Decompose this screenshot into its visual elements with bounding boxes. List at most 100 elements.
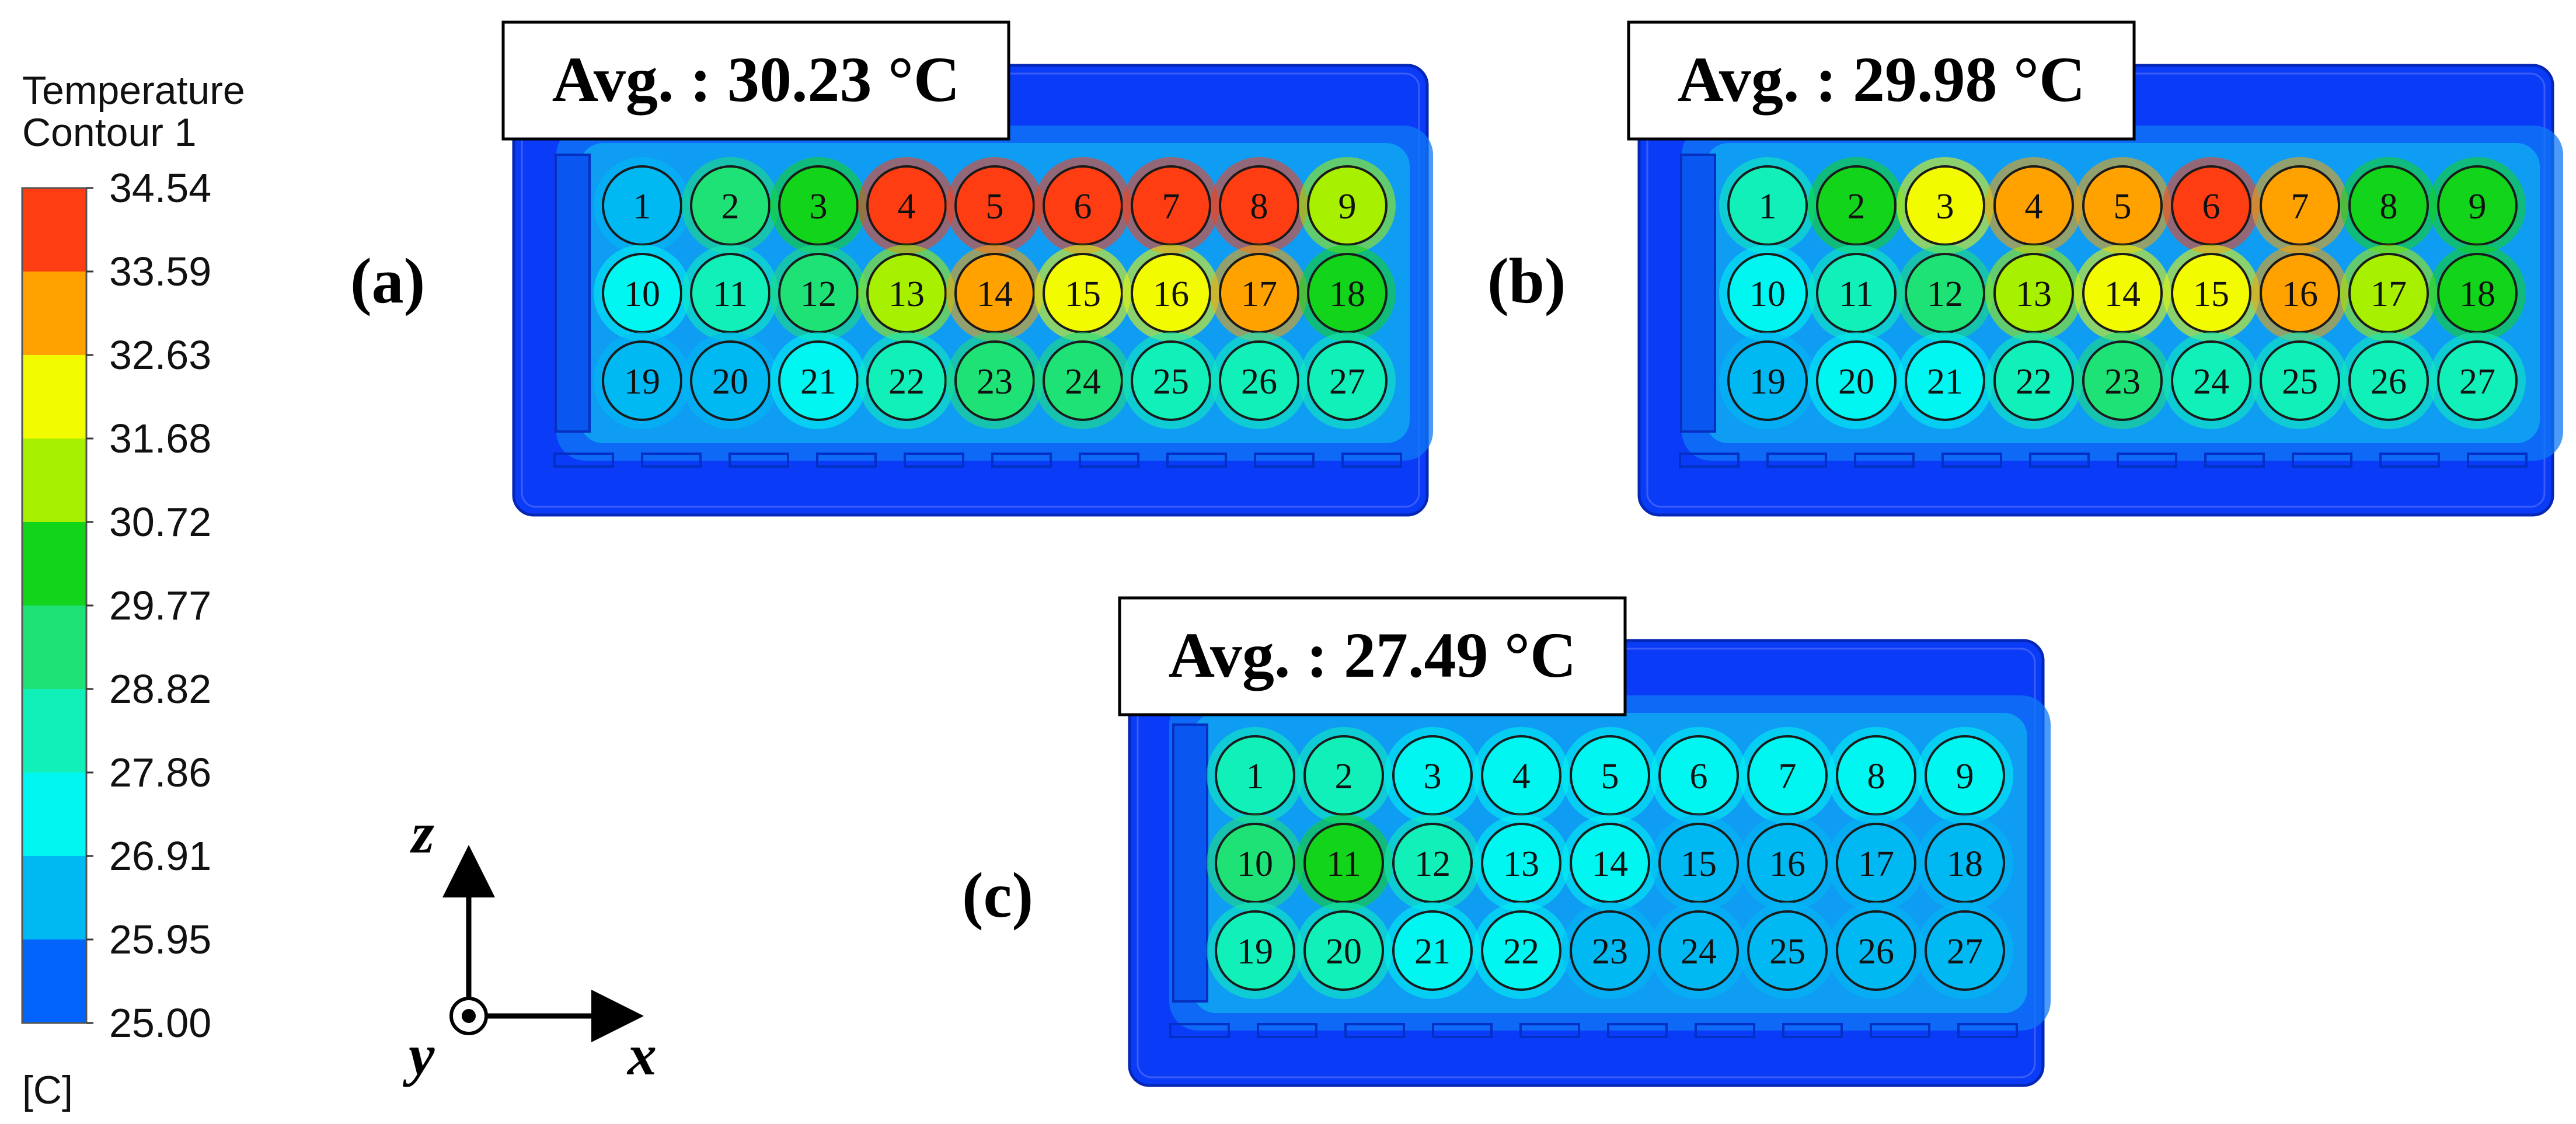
cell-disc: [1727, 340, 1808, 421]
battery-cell: 4: [858, 157, 955, 254]
cell-number: 19: [624, 362, 660, 402]
y-axis-label: y: [402, 1022, 435, 1087]
cell-number: 22: [888, 362, 925, 402]
cell-number: 23: [977, 362, 1013, 402]
battery-cell: 11: [1808, 245, 1905, 342]
battery-cell: 15: [2163, 245, 2260, 342]
battery-cell: 25: [1739, 902, 1836, 999]
battery-cell: 19: [594, 332, 691, 429]
cell-number: 22: [1503, 932, 1539, 972]
battery-cell: 24: [1034, 332, 1131, 429]
battery-cell: 20: [682, 332, 779, 429]
cell-number: 19: [1237, 932, 1273, 972]
cell-number: 2: [1848, 187, 1866, 227]
cell-number: 15: [1681, 844, 1717, 884]
legend-band: [22, 439, 86, 523]
vent-slot: [1079, 453, 1139, 468]
cell-disc: [602, 340, 682, 421]
cell-number: 21: [1414, 932, 1451, 972]
cell-disc: [1307, 340, 1388, 421]
vent-slot: [1782, 1023, 1843, 1038]
cell-disc: [690, 340, 771, 421]
cell-number: 11: [1326, 844, 1361, 884]
cell-number: 8: [1250, 187, 1268, 227]
legend-title-line1: Temperature: [22, 68, 245, 113]
battery-cell: 18: [1299, 245, 1396, 342]
battery-cell: 25: [2251, 332, 2348, 429]
cell-number: 17: [1241, 274, 1277, 314]
cell-number: 18: [2459, 274, 2495, 314]
cell-number: 11: [713, 274, 748, 314]
battery-cell: 14: [1561, 815, 1658, 911]
cell-number: 18: [1329, 274, 1365, 314]
cell-number: 26: [2371, 362, 2407, 402]
cell-number: 11: [1839, 274, 1874, 314]
vent-slot: [1254, 453, 1315, 468]
battery-cell: 13: [1473, 815, 1570, 911]
cell-number: 14: [2104, 274, 2141, 314]
battery-cell: 12: [1384, 815, 1481, 911]
legend-band: [22, 939, 86, 1024]
vent-slot: [1169, 1023, 1230, 1038]
cell-number: 5: [2114, 187, 2132, 227]
battery-cell: 24: [1650, 902, 1747, 999]
cell-number: 6: [2202, 187, 2221, 227]
cell-number: 16: [1153, 274, 1189, 314]
vent-slot: [1695, 1023, 1755, 1038]
cell-number: 20: [712, 362, 748, 402]
cell-number: 1: [633, 187, 651, 227]
cell-number: 6: [1074, 187, 1092, 227]
cell-disc: [1993, 340, 2074, 421]
vent-slot: [1257, 1023, 1317, 1038]
cell-disc: [1905, 340, 1985, 421]
cell-number: 27: [1947, 932, 1983, 972]
battery-cell: 9: [2429, 157, 2526, 254]
panel-label: (c): [962, 859, 1033, 931]
cell-disc: [1816, 340, 1897, 421]
cell-number: 13: [2016, 274, 2052, 314]
vent-slot: [1166, 453, 1227, 468]
inlet-slot: [555, 154, 591, 433]
cell-disc: [1219, 340, 1299, 421]
battery-cell: 14: [946, 245, 1043, 342]
battery-cell: 7: [2251, 157, 2348, 254]
battery-cell: 12: [770, 245, 867, 342]
cell-number: 23: [1592, 932, 1628, 972]
cell-number: 24: [1681, 932, 1717, 972]
battery-cell: 7: [1123, 157, 1219, 254]
battery-cell: 23: [2074, 332, 2171, 429]
cell-disc: [2082, 340, 2163, 421]
cell-number: 10: [1749, 274, 1786, 314]
inlet-slot: [1680, 154, 1716, 433]
battery-cell: 1: [1207, 727, 1303, 824]
cell-number: 9: [1338, 187, 1357, 227]
battery-cell: 9: [1299, 157, 1396, 254]
legend-band: [22, 689, 86, 773]
cell-disc: [866, 340, 947, 421]
cell-number: 8: [1867, 757, 1885, 796]
battery-cell: 10: [1719, 245, 1816, 342]
battery-cell: 17: [2340, 245, 2437, 342]
avg-temperature-box: [1118, 596, 1627, 716]
battery-cell: 8: [1211, 157, 1308, 254]
panel-label: (b): [1487, 245, 1566, 316]
legend-unit: [C]: [22, 1068, 73, 1112]
vent-slot: [904, 453, 964, 468]
battery-cell: 27: [1299, 332, 1396, 429]
battery-cell: 18: [1916, 815, 2013, 911]
battery-cell: 6: [1034, 157, 1131, 254]
cell-number: 6: [1690, 757, 1708, 796]
vent-slot: [2204, 453, 2265, 468]
battery-cell: 6: [2163, 157, 2260, 254]
battery-cell: 13: [1985, 245, 2082, 342]
cell-number: 2: [1335, 757, 1353, 796]
cell-number: 13: [888, 274, 925, 314]
battery-cell: 4: [1985, 157, 2082, 254]
cell-number: 4: [2025, 187, 2043, 227]
legend-tick-label: 33.59: [109, 249, 211, 294]
cell-number: 14: [1592, 844, 1628, 884]
cell-number: 13: [1503, 844, 1539, 884]
